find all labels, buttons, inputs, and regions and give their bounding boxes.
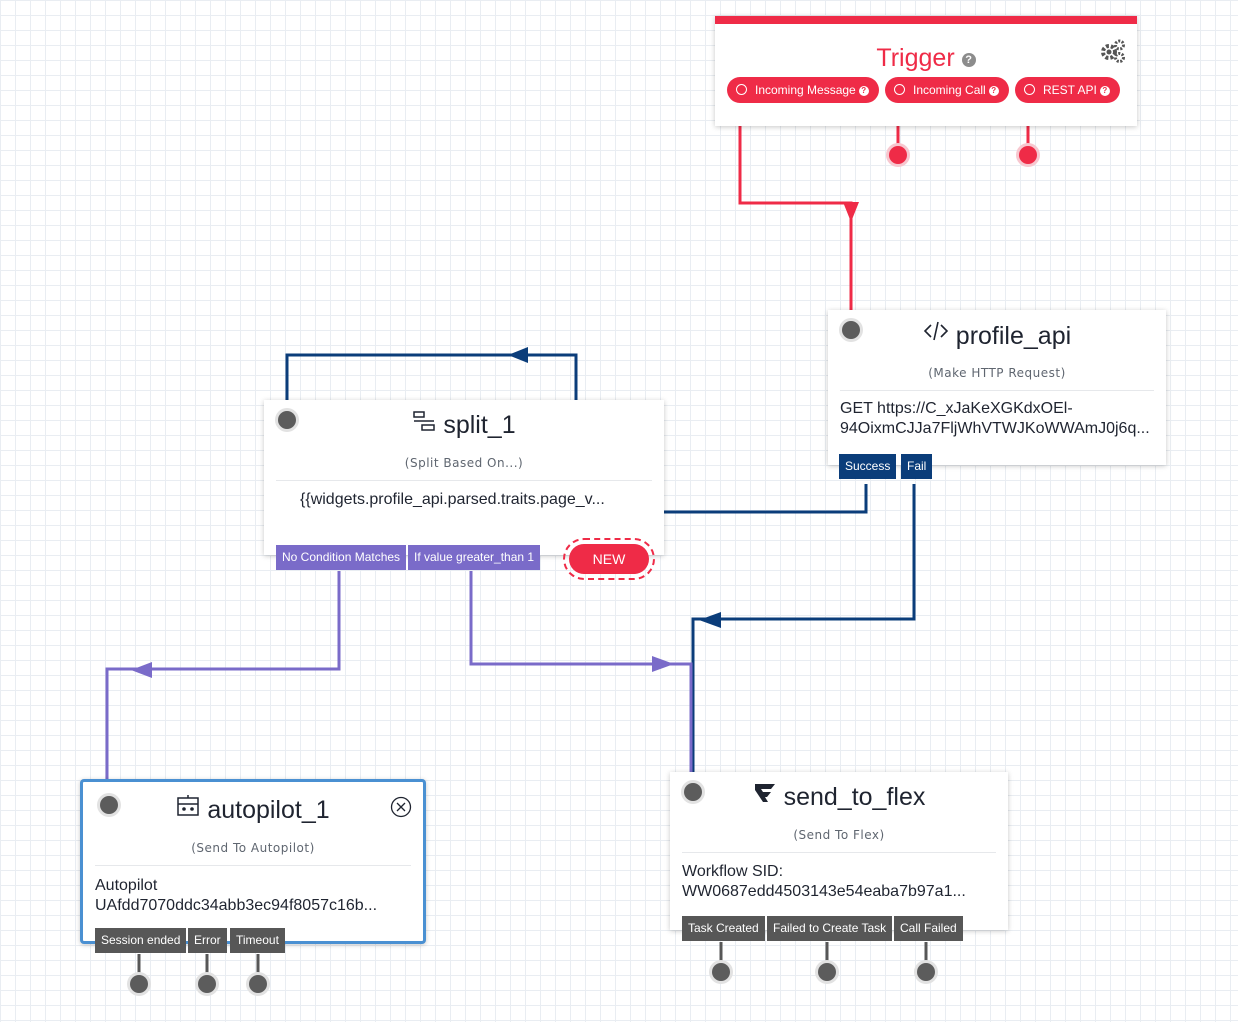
divider bbox=[95, 865, 411, 866]
widget-subtitle: (Send To Flex) bbox=[793, 828, 885, 842]
close-circle-icon[interactable] bbox=[390, 796, 412, 818]
widget-body-line1: GET https://C_xJaKeXGKdxOEl- bbox=[840, 400, 1073, 417]
trigger-title: Trigger ? bbox=[715, 44, 1137, 73]
autopilot-1-widget[interactable]: autopilot_1 (Send To Autopilot) Autopilo… bbox=[80, 779, 426, 944]
rest-api-port[interactable] bbox=[1019, 146, 1037, 164]
wire-arrow bbox=[508, 347, 528, 363]
widget-title: split_1 bbox=[264, 410, 664, 440]
widget-body-line2: UAfdd7070ddc34abb3ec94f8057c16b... bbox=[95, 897, 378, 914]
radio-icon bbox=[894, 84, 905, 95]
incoming-call-port[interactable] bbox=[889, 146, 907, 164]
question-circle-icon[interactable]: ? bbox=[858, 86, 869, 96]
question-circle-icon[interactable]: ? bbox=[988, 86, 999, 96]
split-icon bbox=[413, 411, 436, 431]
wire-no-condition-to-autopilot bbox=[105, 571, 341, 782]
wire-fail-to-flex bbox=[691, 484, 916, 776]
divider bbox=[840, 390, 1154, 391]
question-circle-icon[interactable]: ? bbox=[1099, 86, 1110, 96]
gears-icon[interactable] bbox=[1100, 38, 1126, 64]
event-incoming-message[interactable]: Incoming Message? bbox=[727, 77, 879, 103]
event-incoming-call[interactable]: Incoming Call? bbox=[885, 77, 1009, 103]
divider bbox=[276, 480, 652, 481]
event-label: Incoming Message bbox=[755, 83, 856, 97]
radio-icon bbox=[736, 84, 747, 95]
divider bbox=[682, 852, 996, 853]
transition-error[interactable]: Error bbox=[188, 928, 227, 953]
widget-subtitle: (Make HTTP Request) bbox=[928, 366, 1066, 380]
wire-arrow bbox=[699, 612, 721, 628]
session-ended-port[interactable] bbox=[130, 975, 148, 993]
trigger-widget[interactable]: Trigger ? bbox=[715, 16, 1137, 126]
input-port[interactable] bbox=[278, 411, 296, 429]
transition-failed-to-create-task[interactable]: Failed to Create Task bbox=[767, 916, 893, 941]
wire-arrow bbox=[843, 202, 859, 222]
transition-no-condition-matches[interactable]: No Condition Matches bbox=[276, 545, 407, 570]
input-port[interactable] bbox=[684, 783, 702, 801]
widget-body-line1: Workflow SID: bbox=[682, 863, 784, 880]
failed-to-create-task-port[interactable] bbox=[818, 963, 836, 981]
autopilot-icon bbox=[177, 795, 200, 816]
transition-greater-than[interactable]: If value greater_than 1 bbox=[408, 545, 541, 570]
input-port[interactable] bbox=[842, 321, 860, 339]
widget-title: send_to_flex bbox=[670, 782, 1008, 812]
transition-call-failed[interactable]: Call Failed bbox=[894, 916, 963, 941]
widget-title: profile_api bbox=[828, 320, 1166, 351]
transition-session-ended[interactable]: Session ended bbox=[95, 928, 187, 953]
transition-task-created[interactable]: Task Created bbox=[682, 916, 765, 941]
new-transition-button[interactable]: NEW bbox=[563, 538, 655, 580]
widget-body: {{widgets.profile_api.parsed.traits.page… bbox=[300, 491, 605, 508]
widget-body-line2: 94OixmCJJa7FljWhVTWJKoWWAmJ0j6q... bbox=[840, 420, 1150, 437]
split-1-widget[interactable]: split_1 (Split Based On...) {{widgets.pr… bbox=[264, 400, 664, 555]
new-button-label: NEW bbox=[569, 544, 649, 574]
wire-incoming-message-to-profile-api bbox=[738, 104, 853, 310]
widget-body-line1: Autopilot bbox=[95, 877, 158, 894]
transition-success[interactable]: Success bbox=[839, 454, 897, 479]
transition-fail[interactable]: Fail bbox=[901, 454, 933, 479]
error-port[interactable] bbox=[198, 975, 216, 993]
profile-api-widget[interactable]: profile_api (Make HTTP Request) GET http… bbox=[828, 310, 1166, 465]
widget-body-line2: WW0687edd4503143e54eaba7b97a1... bbox=[682, 883, 966, 900]
transition-timeout[interactable]: Timeout bbox=[230, 928, 285, 953]
code-icon bbox=[923, 321, 948, 341]
send-to-flex-widget[interactable]: send_to_flex (Send To Flex) Workflow SID… bbox=[670, 772, 1008, 930]
wire-greater-than-to-flex bbox=[469, 571, 693, 776]
widget-subtitle: (Split Based On...) bbox=[404, 456, 524, 470]
flex-icon bbox=[754, 784, 775, 802]
widget-subtitle: (Send To Autopilot) bbox=[191, 841, 315, 855]
widget-title: autopilot_1 bbox=[83, 795, 423, 825]
radio-icon bbox=[1024, 84, 1035, 95]
event-label: REST API bbox=[1043, 83, 1097, 97]
event-rest-api[interactable]: REST API? bbox=[1015, 77, 1120, 103]
wire-arrow bbox=[652, 656, 674, 672]
timeout-port[interactable] bbox=[249, 975, 267, 993]
question-circle-icon[interactable]: ? bbox=[961, 53, 976, 67]
input-port[interactable] bbox=[100, 796, 118, 814]
event-label: Incoming Call bbox=[913, 83, 986, 97]
task-created-port[interactable] bbox=[712, 963, 730, 981]
wire-arrow bbox=[131, 662, 152, 678]
call-failed-port[interactable] bbox=[917, 963, 935, 981]
